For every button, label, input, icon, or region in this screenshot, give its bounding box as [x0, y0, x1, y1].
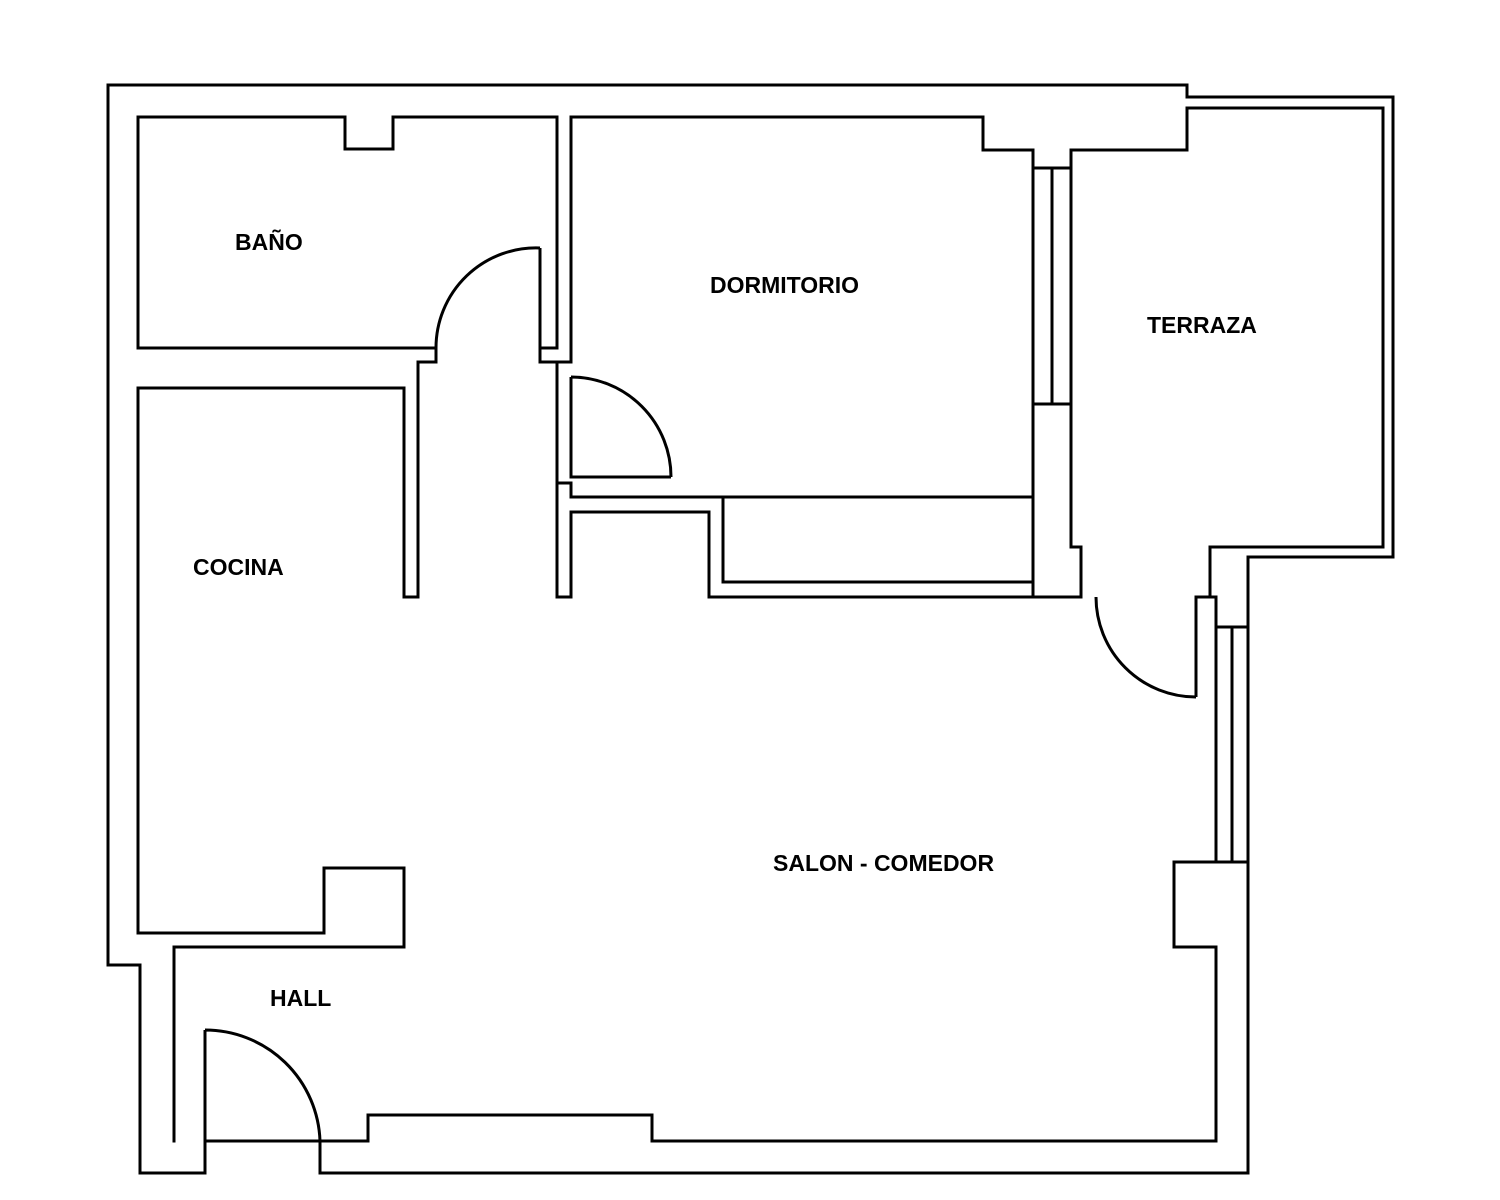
- dormitorio-window: [1031, 166, 1073, 406]
- salon-window: [1194, 595, 1250, 864]
- entrance-door: [203, 1028, 322, 1142]
- dormitorio-walls: [555, 115, 1035, 599]
- room-label-bano: BAÑO: [235, 228, 303, 255]
- bano-door: [434, 246, 542, 349]
- wardrobe: [721, 495, 1035, 584]
- room-label-dormitorio: DORMITORIO: [710, 272, 859, 298]
- room-label-cocina: COCINA: [193, 554, 284, 580]
- salon-east-wall: [318, 595, 1218, 1143]
- exterior-wall-inner: [136, 106, 1385, 1143]
- room-label-salon: SALON - COMEDOR: [773, 850, 994, 876]
- terraza-door: [1094, 596, 1198, 699]
- exterior-wall-outer: [106, 83, 1395, 1175]
- room-label-terraza: TERRAZA: [1147, 312, 1257, 338]
- dormitorio-door: [569, 375, 673, 479]
- room-label-hall: HALL: [270, 985, 331, 1011]
